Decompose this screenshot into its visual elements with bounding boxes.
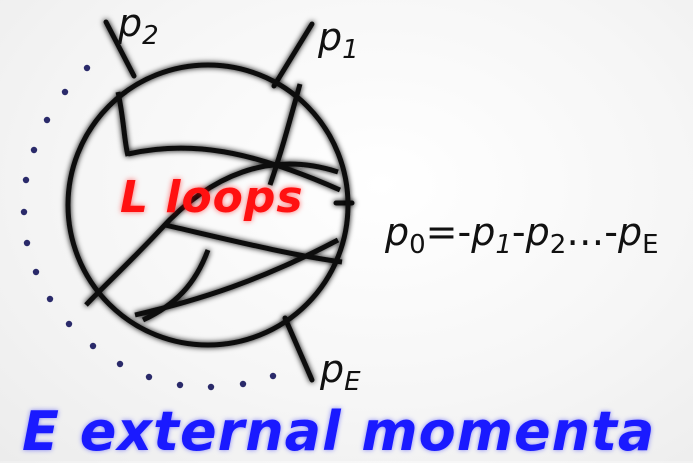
arc-dot [65, 320, 73, 328]
arc-dot [30, 146, 38, 154]
formula-t2-sub: 2 [549, 230, 567, 260]
internal-line-3 [267, 83, 303, 186]
label-p1: p1 [318, 18, 359, 63]
label-p2-sub: 2 [142, 21, 159, 51]
formula-minus1: - [511, 210, 526, 254]
label-p1-base: p [318, 15, 343, 59]
label-p2-base: p [118, 1, 143, 45]
label-p2: p2 [118, 4, 159, 49]
external-legs [103, 19, 355, 383]
internal-line-1 [115, 91, 131, 157]
arc-dot [22, 176, 30, 184]
formula-t1-sub: 1 [495, 230, 512, 260]
arc-dot [116, 360, 124, 368]
arc-dot [83, 64, 91, 72]
arc-dot [43, 116, 51, 124]
formula-t1-base: p [471, 210, 496, 254]
internal-line-2 [127, 145, 342, 193]
label-p1-sub: 1 [342, 35, 359, 65]
formula-dots: …- [566, 210, 619, 254]
internal-line-4 [84, 161, 339, 307]
label-pE: pE [320, 350, 361, 395]
loop-blob [65, 62, 351, 348]
formula-lhs-sub: 0 [409, 230, 426, 260]
arc-dot [20, 208, 28, 216]
arc-dot [46, 295, 54, 303]
loop-circle [65, 62, 351, 348]
formula-eq: =- [425, 210, 472, 254]
label-pE-sub: E [344, 367, 361, 397]
arc-dot [89, 342, 97, 350]
leg-p1 [271, 21, 315, 89]
arc-dot [61, 88, 69, 96]
internal-line-7 [134, 237, 340, 318]
arc-dot [32, 268, 40, 276]
formula-tE-base: p [618, 210, 643, 254]
arc-dot [23, 239, 31, 247]
internal-line-5 [164, 222, 343, 265]
formula-t2-base: p [525, 210, 550, 254]
dotted-arc [20, 64, 277, 391]
formula-lhs-base: p [385, 210, 410, 254]
arc-dot [145, 373, 153, 381]
leg-p2 [103, 19, 137, 79]
formula-tE-sub: E [642, 230, 659, 260]
arc-dot [269, 372, 277, 380]
internal-line-6 [141, 249, 211, 323]
arc-dot [176, 381, 184, 389]
arc-dot [239, 380, 247, 388]
arc-dot [207, 383, 215, 391]
leg-pE [282, 315, 315, 383]
loops-label: L loops [120, 172, 304, 223]
label-pE-base: p [320, 347, 345, 391]
momentum-conservation-formula: p0=-p1-p2…-pE [385, 210, 659, 260]
external-momenta-caption: E external momenta [22, 400, 656, 463]
